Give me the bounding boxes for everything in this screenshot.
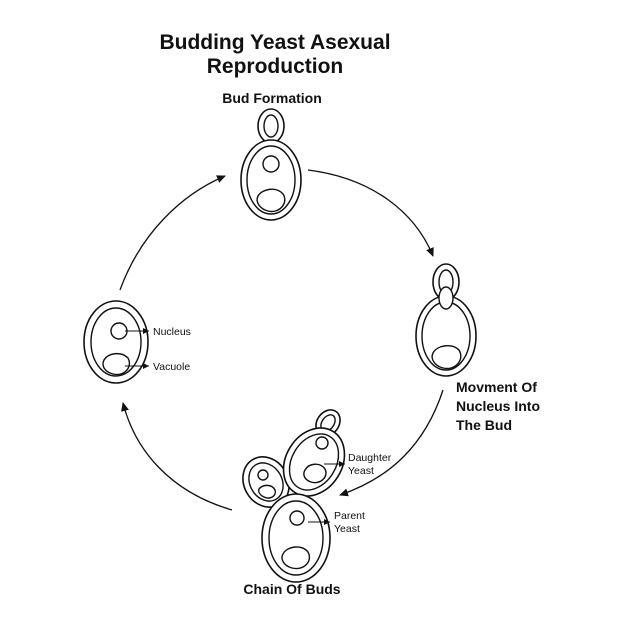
arrow-to-single-cell bbox=[121, 402, 233, 511]
bud-formation-cell bbox=[240, 108, 302, 221]
movement-label-line-2: Nucleus Into bbox=[456, 398, 540, 414]
parent-label-line-1: Parent bbox=[334, 510, 365, 522]
bud-formation-label: Bud Formation bbox=[222, 90, 322, 106]
mature-cell bbox=[83, 300, 149, 384]
arrow-to-chain bbox=[339, 389, 444, 497]
chain-of-buds-group bbox=[242, 409, 346, 583]
movement-label-line-3: The Bud bbox=[456, 417, 512, 433]
title-line-1: Budding Yeast Asexual bbox=[159, 31, 390, 54]
arrow-to-movement bbox=[307, 169, 434, 257]
movement-label-line-1: Movment Of bbox=[456, 379, 537, 395]
daughter-label-line-1: Daughter bbox=[348, 452, 392, 464]
vacuole-label: Vacuole bbox=[153, 361, 190, 373]
arrow-to-bud-formation bbox=[119, 175, 226, 291]
title-line-2: Reproduction bbox=[207, 55, 344, 78]
nucleus-label: Nucleus bbox=[153, 326, 191, 338]
daughter-label-line-2: Yeast bbox=[348, 465, 374, 477]
movement-cell bbox=[415, 263, 477, 377]
parent-label-line-2: Yeast bbox=[334, 523, 360, 535]
chain-of-buds-label: Chain Of Buds bbox=[243, 581, 340, 597]
